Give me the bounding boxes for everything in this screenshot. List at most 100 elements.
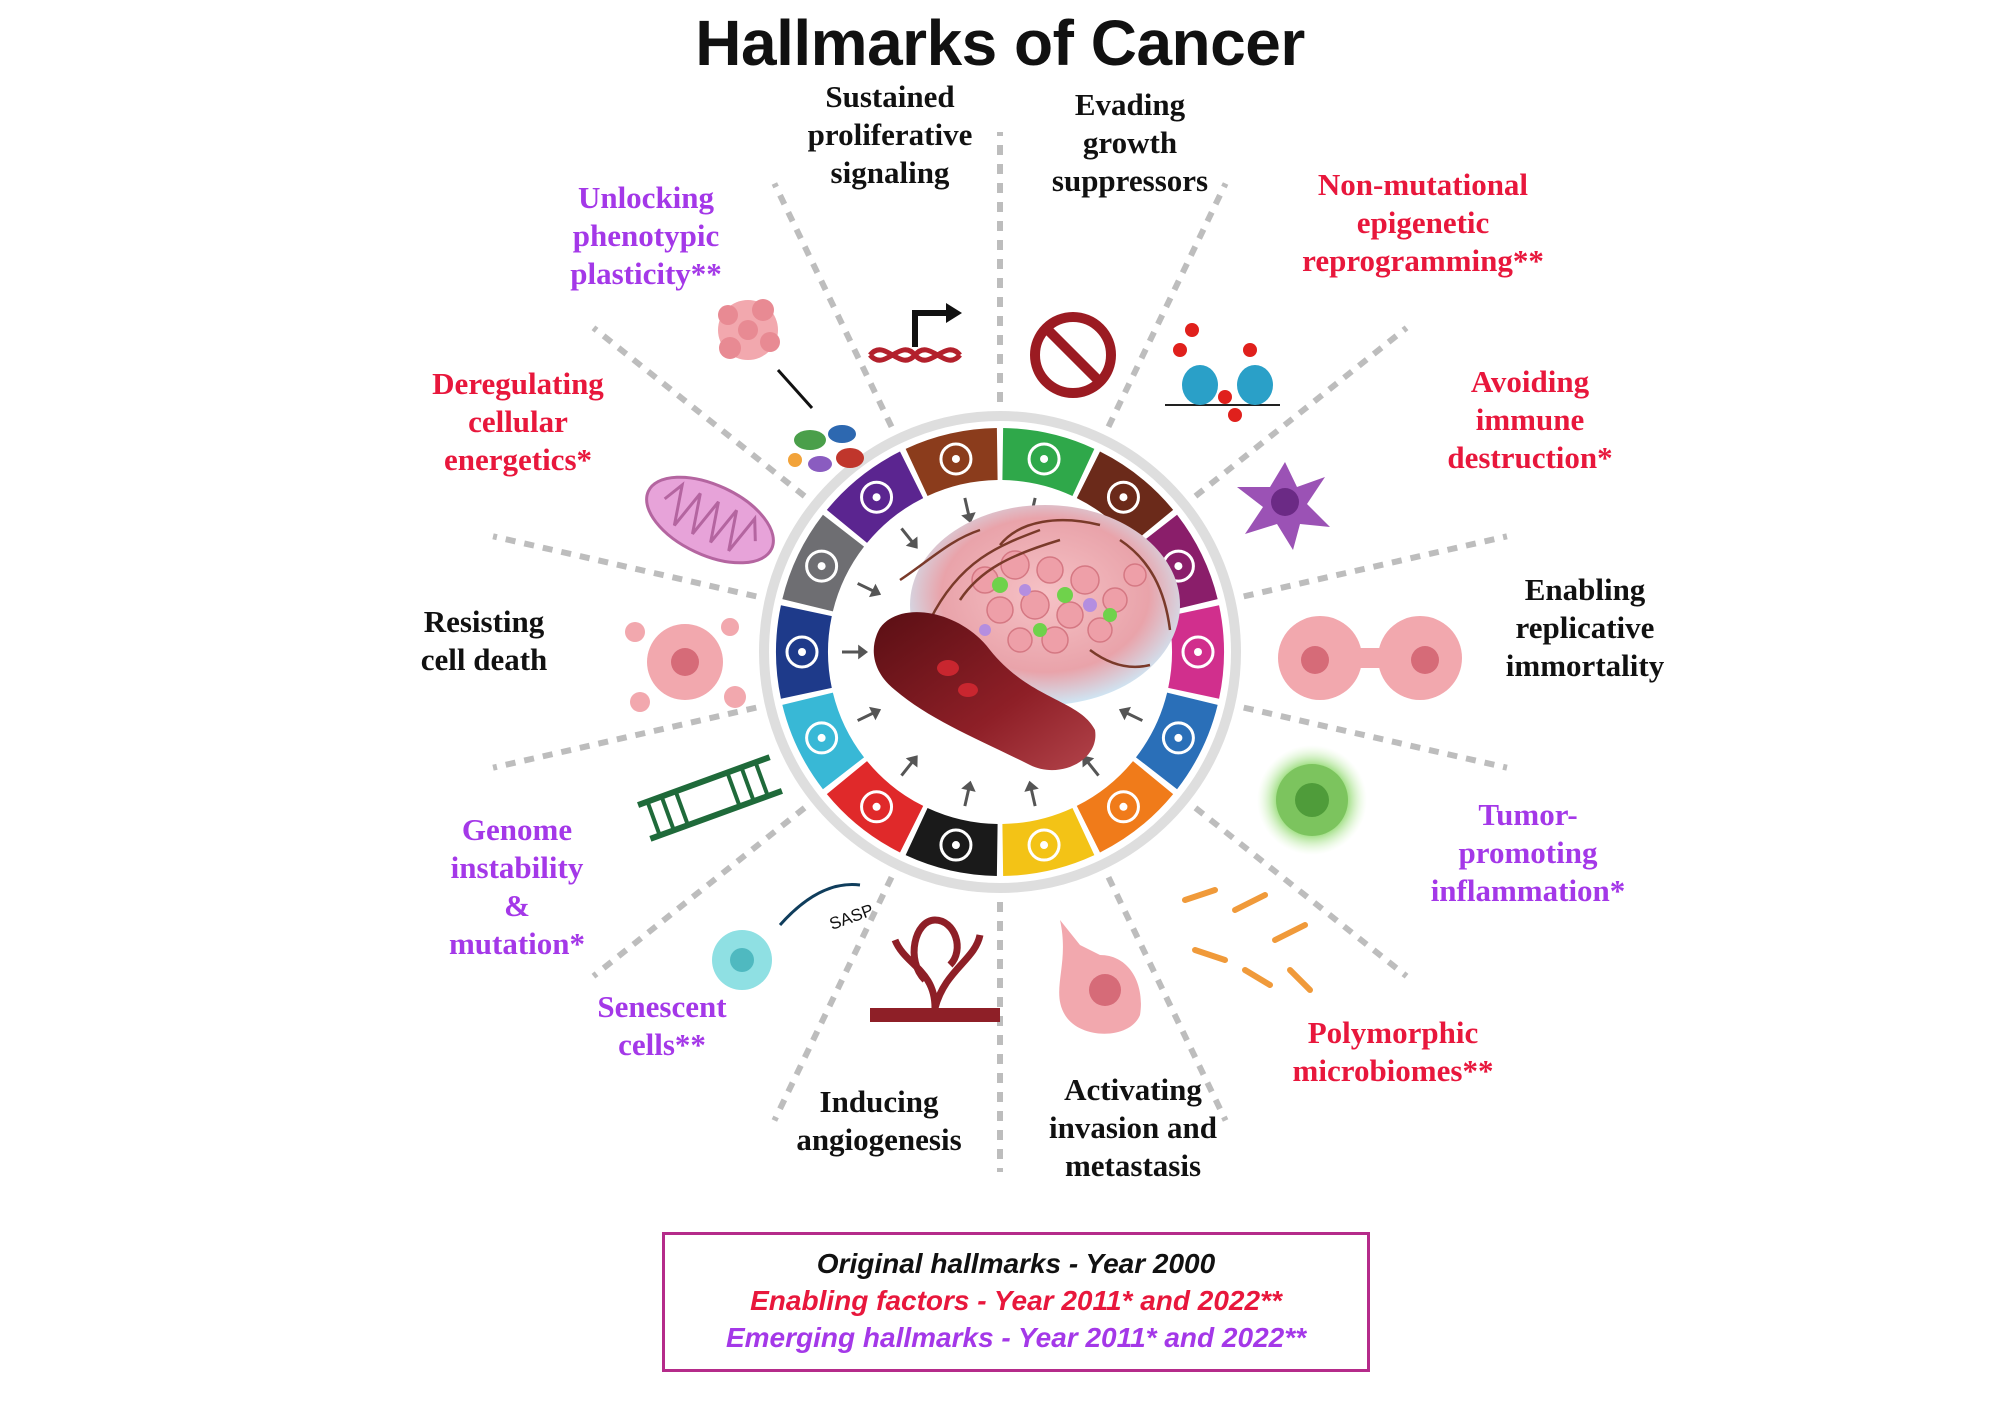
immune-cell-icon: [1181, 635, 1215, 669]
label-line: mutation*: [448, 926, 586, 961]
divider-ray: [1193, 325, 1409, 499]
cell-types-icon: [788, 425, 864, 472]
dividing-cell-icon: [1278, 616, 1462, 700]
label-line: replicative: [1515, 610, 1655, 645]
nucleosome-icon: [1165, 323, 1280, 422]
dendritic-cell-icon: [1237, 462, 1330, 550]
label-line: invasion and: [1048, 1110, 1217, 1145]
label-line: Activating: [1064, 1072, 1202, 1107]
legend-enabling: Enabling factors - Year 2011* and 2022**: [750, 1285, 1282, 1316]
broken-dna-icon: [637, 754, 783, 842]
divider-ray: [492, 533, 757, 600]
label-line: Sustained: [825, 79, 955, 114]
inward-arrow: [900, 755, 918, 777]
angiogenesis-vessels-icon: [870, 916, 1000, 1022]
cancer-cell-cluster-icon: [718, 299, 780, 360]
inward-arrow: [900, 527, 918, 549]
segment-microbiome: [1002, 807, 1095, 876]
key-icon: [939, 442, 973, 476]
divider-ray: [492, 704, 757, 771]
label-line: Inducing: [819, 1084, 939, 1119]
infinity-icon: [1161, 721, 1195, 755]
divider-ray: [1105, 875, 1229, 1122]
label-line: &: [504, 888, 530, 923]
label-line: Genome: [461, 812, 573, 847]
label-line: proliferative: [807, 117, 973, 152]
sasp-label: SASP: [827, 900, 876, 933]
label-line: Evading: [1074, 87, 1186, 122]
wheel-outer-ring: [759, 411, 1241, 893]
label-line: cellular: [468, 404, 568, 439]
divider-ray: [591, 805, 807, 979]
legend-box: Original hallmarks - Year 2000 Enabling …: [662, 1232, 1370, 1372]
label-line: growth: [1082, 125, 1178, 160]
prohibition-sign-icon: [1030, 312, 1116, 398]
label-line: inflammation*: [1430, 873, 1626, 908]
divider-ray: [1243, 533, 1508, 600]
label-line: Resisting: [423, 604, 545, 639]
label-line: metastasis: [1064, 1148, 1202, 1183]
label-line: instability: [450, 850, 584, 885]
segment-plasticity: [905, 428, 998, 497]
page-title: Hallmarks of Cancer: [695, 7, 1305, 79]
label-line: Non-mutational: [1317, 167, 1529, 202]
label-line: signaling: [830, 155, 950, 190]
divider-ray: [1105, 182, 1229, 429]
divider-ray: [1243, 704, 1508, 771]
label-line: energetics*: [443, 442, 593, 477]
inward-arrow: [842, 644, 868, 660]
divider-rays: [492, 132, 1508, 1172]
label-line: Avoiding: [1470, 364, 1590, 399]
label-line: plasticity**: [570, 256, 722, 291]
dna-icon: [785, 635, 819, 669]
label-line: Polymorphic: [1307, 1015, 1479, 1050]
label-line: Unlocking: [577, 180, 715, 215]
dna-arrow-icon: [868, 303, 962, 363]
label-line: promoting: [1458, 835, 1598, 870]
hallmark-segments: [776, 428, 1224, 876]
inward-arrow: [1118, 706, 1144, 722]
mitochondrion-icon: [645, 475, 775, 565]
label-line: epigenetic: [1356, 205, 1490, 240]
tumor-illustration: [873, 505, 1180, 771]
label-line: microbiomes**: [1292, 1053, 1494, 1088]
inward-arrow: [856, 706, 882, 722]
apoptotic-cell-icon: [625, 618, 746, 712]
label-line: destruction*: [1447, 440, 1613, 475]
segment-sustained: [1002, 428, 1095, 497]
segment-invasion: [905, 807, 998, 876]
label-line: immortality: [1505, 648, 1665, 683]
divider-ray: [771, 875, 895, 1122]
atom-icon: [860, 480, 894, 514]
microbes-icon: [1182, 887, 1313, 993]
label-line: suppressors: [1051, 163, 1209, 198]
leaf-cell-icon: [805, 721, 839, 755]
inward-arrow: [1024, 780, 1039, 807]
arrow-signal-icon: [1027, 442, 1061, 476]
label-line: phenotypic: [572, 218, 720, 253]
label-line: Tumor-: [1478, 797, 1578, 832]
vessel-icon: [860, 790, 894, 824]
inflammation-cell-icon: [1257, 745, 1367, 855]
inward-arrow: [856, 582, 882, 598]
divider-ray: [591, 325, 807, 499]
divider-ray: [1193, 805, 1409, 979]
legend-original: Original hallmarks - Year 2000: [816, 1248, 1216, 1279]
senescent-cell-icon: [712, 930, 772, 990]
inward-arrow: [1082, 755, 1100, 777]
cross-icon: [805, 549, 839, 583]
